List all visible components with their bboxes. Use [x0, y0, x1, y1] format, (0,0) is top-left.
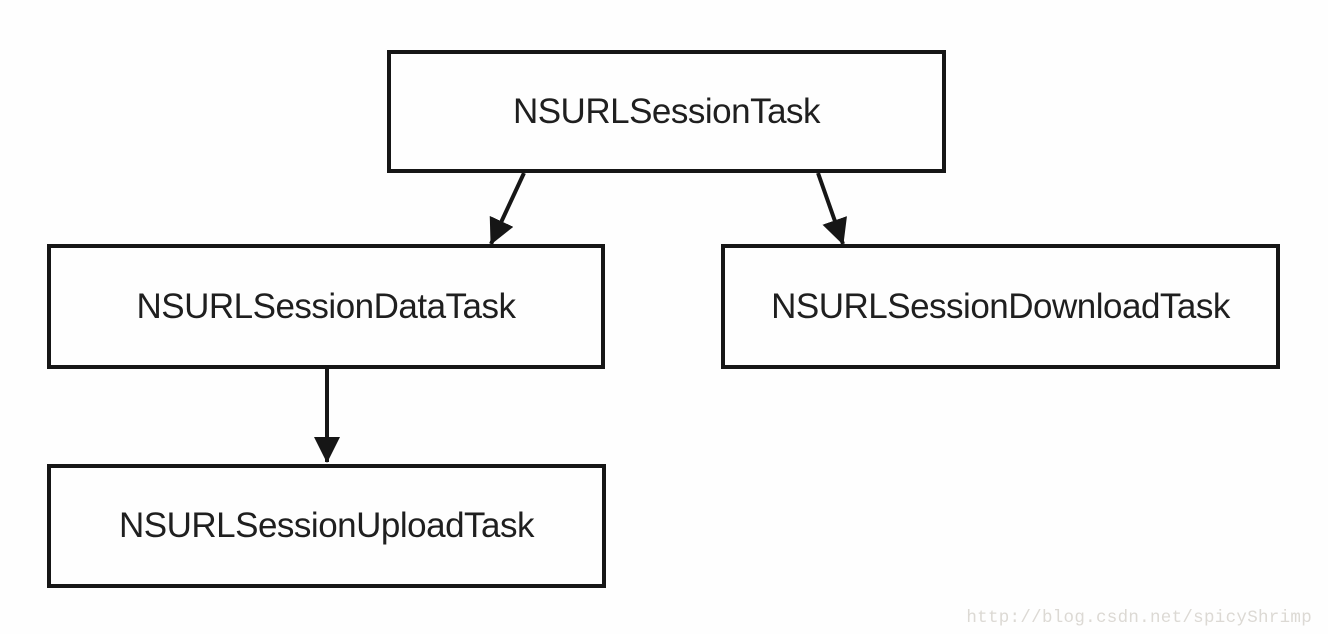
node-label: NSURLSessionUploadTask: [118, 506, 535, 545]
edge-task-to-downloadtask-arrow: [816, 172, 847, 245]
node-nsurlsessiondatatask: NSURLSessionDataTask: [47, 244, 605, 369]
node-label: NSURLSessionTask: [512, 91, 821, 131]
node-nsurlsessionuploadtask: NSURLSessionUploadTask: [47, 464, 606, 588]
node-nsurlsessiondownloadtask: NSURLSessionDownloadTask: [721, 244, 1280, 369]
node-label: NSURLSessionDataTask: [136, 286, 516, 326]
node-nsurlsessiontask: NSURLSessionTask: [387, 50, 946, 173]
watermark-url: http://blog.csdn.net/spicyShrimp: [966, 608, 1312, 628]
node-label: NSURLSessionDownloadTask: [771, 286, 1230, 326]
edge-task-to-datatask-arrow: [489, 172, 526, 245]
